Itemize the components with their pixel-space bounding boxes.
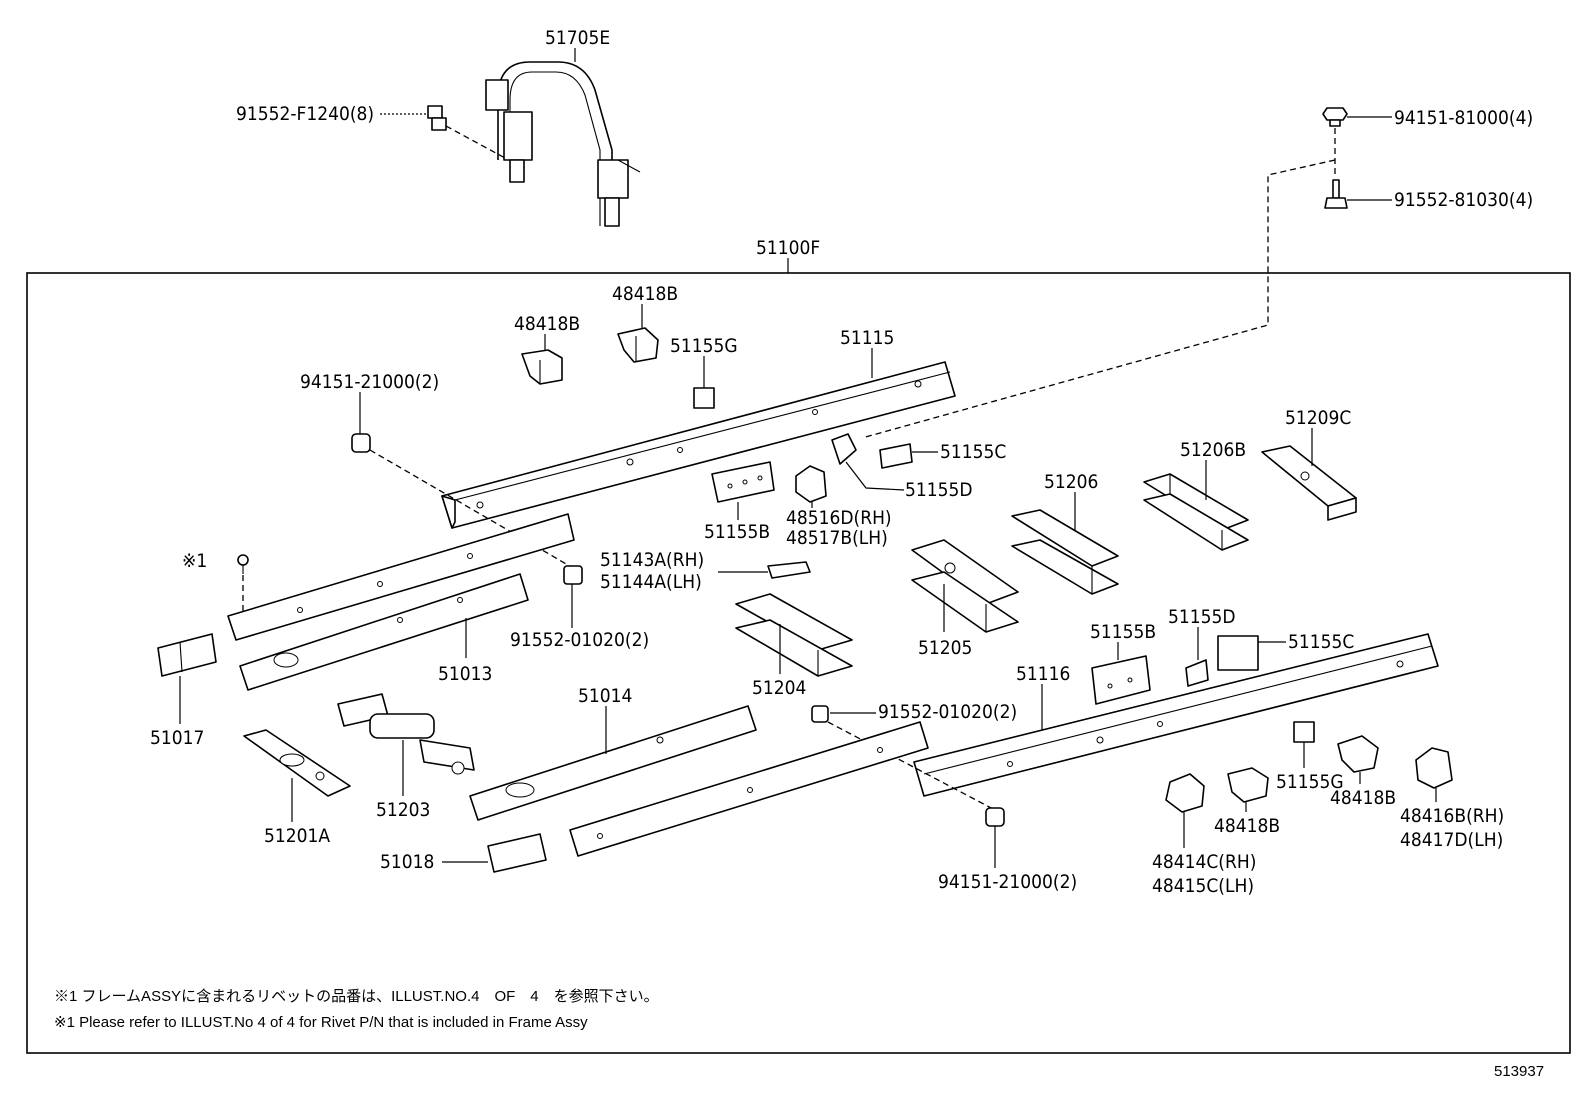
label-91552-01020-a: 91552-01020(2) — [510, 629, 649, 651]
label-51206B: 51206B — [1180, 439, 1246, 461]
rail-51013-upper[interactable] — [227, 513, 575, 641]
rail-51014[interactable] — [469, 705, 757, 821]
label-48417D: 48417D(LH) — [1400, 829, 1503, 851]
crossmember-51205[interactable] — [911, 539, 1019, 633]
label-51705E: 51705E — [545, 27, 610, 49]
bolt-icon[interactable] — [1324, 179, 1348, 209]
label-51203: 51203 — [376, 799, 430, 821]
rivet-icon[interactable] — [237, 554, 249, 574]
label-94151-21000-b: 94151-21000(2) — [938, 871, 1077, 893]
label-51144A: 51144A(LH) — [600, 571, 702, 593]
bolt-icon[interactable] — [811, 705, 829, 723]
label-51143A: 51143A(RH) — [600, 549, 704, 571]
bolt-icon[interactable] — [563, 565, 583, 585]
note-english: ※1 Please refer to ILLUST.No 4 of 4 for … — [54, 1014, 588, 1031]
plate-51155C[interactable] — [879, 443, 913, 469]
label-51155C-a: 51155C — [940, 441, 1006, 463]
label-51100F: 51100F — [756, 237, 820, 259]
bracket-48414C[interactable] — [1165, 773, 1205, 813]
label-note1: ※1 — [182, 550, 207, 572]
nut-icon[interactable] — [985, 807, 1005, 827]
label-51155B-a: 51155B — [704, 521, 770, 543]
bracket-48418B[interactable] — [521, 349, 563, 385]
label-51115: 51115 — [840, 327, 894, 349]
label-91552-81030: 91552-81030(4) — [1394, 189, 1533, 211]
label-51155G-a: 51155G — [670, 335, 738, 357]
illustration-number: 513937 — [1494, 1063, 1544, 1080]
label-91552-01020-b: 91552-01020(2) — [878, 701, 1017, 723]
note-japanese: ※1 フレームASSYに含まれるリベットの品番は、ILLUST.NO.4 OF … — [54, 988, 659, 1005]
label-51155D-b: 51155D — [1168, 606, 1236, 628]
crossmember-51206B[interactable] — [1143, 473, 1249, 551]
label-51017: 51017 — [150, 727, 204, 749]
label-51013: 51013 — [438, 663, 492, 685]
plate-51143A[interactable] — [767, 561, 811, 579]
rail-51116[interactable] — [913, 633, 1439, 797]
bracket-51155D[interactable] — [1185, 659, 1209, 687]
label-51155G-b: 51155G — [1276, 771, 1344, 793]
label-51155C-b: 51155C — [1288, 631, 1354, 653]
plate-51155G[interactable] — [1293, 721, 1315, 743]
rail-51013-lower[interactable] — [239, 573, 529, 691]
label-51206: 51206 — [1044, 471, 1098, 493]
label-48517B: 48517B(LH) — [786, 527, 888, 549]
crossmember-51203[interactable] — [337, 693, 475, 775]
label-51205: 51205 — [918, 637, 972, 659]
frame-assy-box — [26, 272, 1571, 1054]
crossmember-51204[interactable] — [735, 593, 853, 677]
label-48418B-a: 48418B — [514, 313, 580, 335]
bracket-48418B[interactable] — [617, 327, 659, 363]
label-48418B-c: 48418B — [1214, 815, 1280, 837]
label-51204: 51204 — [752, 677, 806, 699]
bracket-51018[interactable] — [487, 833, 547, 873]
label-51155D-a: 51155D — [905, 479, 973, 501]
label-91552-F1240: 91552-F1240(8) — [236, 103, 374, 125]
plate-51155G[interactable] — [693, 387, 715, 409]
label-51116: 51116 — [1016, 663, 1070, 685]
label-94151-81000: 94151-81000(4) — [1394, 107, 1533, 129]
bolt-icon[interactable] — [427, 105, 447, 131]
rail-51115[interactable] — [441, 361, 956, 529]
rail-side-lower[interactable] — [569, 721, 929, 857]
label-51155B-b: 51155B — [1090, 621, 1156, 643]
bracket-48516D[interactable] — [795, 465, 827, 503]
plate-51155B[interactable] — [711, 461, 775, 503]
label-48418B-b: 48418B — [612, 283, 678, 305]
label-51018: 51018 — [380, 851, 434, 873]
bracket-51155D[interactable] — [831, 433, 857, 465]
label-48516D: 48516D(RH) — [786, 507, 892, 529]
label-48416B: 48416B(RH) — [1400, 805, 1504, 827]
crossmember-51209C[interactable] — [1261, 445, 1357, 521]
bracket-51017[interactable] — [157, 633, 217, 677]
label-48414C: 48414C(RH) — [1152, 851, 1256, 873]
label-51201A: 51201A — [264, 825, 330, 847]
crossmember-51206[interactable] — [1011, 509, 1119, 595]
label-51209C: 51209C — [1285, 407, 1351, 429]
label-48415C: 48415C(LH) — [1152, 875, 1254, 897]
roll-bar-part[interactable] — [485, 61, 641, 227]
label-48418B-d: 48418B — [1330, 787, 1396, 809]
plate-51155C[interactable] — [1217, 635, 1259, 671]
crossmember-51201A[interactable] — [243, 729, 351, 797]
nut-icon[interactable] — [351, 433, 371, 453]
bracket-48416B[interactable] — [1415, 747, 1453, 789]
bracket-48418B[interactable] — [1227, 767, 1269, 803]
plate-51155B[interactable] — [1091, 655, 1151, 705]
label-51014: 51014 — [578, 685, 632, 707]
bolt-icon[interactable] — [1322, 107, 1348, 127]
label-94151-21000-a: 94151-21000(2) — [300, 371, 439, 393]
bracket-48418B[interactable] — [1337, 735, 1379, 773]
